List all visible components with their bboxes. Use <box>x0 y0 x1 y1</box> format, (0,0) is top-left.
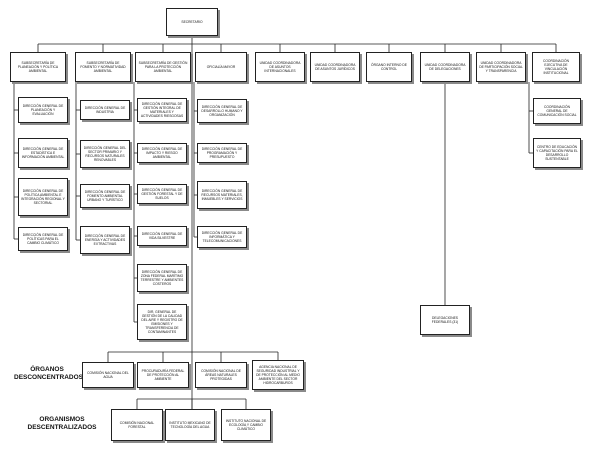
box-label: UNIDAD COORDINADORA DE ASUNTOS INTERNACI… <box>259 60 301 73</box>
directorate-box[interactable]: DIRECCIÓN GENERAL DE GESTIÓN INTEGRAL DE… <box>137 98 187 122</box>
box-label: DIRECCIÓN GENERAL DE GESTIÓN FORESTAL Y … <box>141 187 183 200</box>
subsecretariat-planning-box[interactable]: SUBSECRETARÍA DE PLANEACIÓN Y POLÍTICA A… <box>10 52 66 82</box>
directorate-box[interactable]: DIRECCIÓN GENERAL DE RECURSOS MATERIALES… <box>197 181 247 209</box>
deconcentrated-organ-box[interactable]: COMISIÓN NACIONAL DEL AGUA <box>82 362 134 388</box>
international-affairs-unit-box[interactable]: UNIDAD COORDINADORA DE ASUNTOS INTERNACI… <box>255 52 305 82</box>
deconcentrated-organ-box[interactable]: AGENCIA NACIONAL DE SEGURIDAD INDUSTRIAL… <box>252 360 304 390</box>
decentralized-organism-box[interactable]: INSTITUTO MEXICANO DE TECNOLOGÍA DEL AGU… <box>165 409 215 441</box>
box-label: ÓRGANO INTERNO DE CONTROL <box>371 62 407 71</box>
delegations-unit-box[interactable]: UNIDAD COORDINADORA DE DELEGACIONES <box>420 52 470 82</box>
box-label: COMISIÓN NACIONAL FORESTAL <box>119 420 155 429</box>
box-label: DELEGACIONES FEDERALES (31) <box>431 315 459 324</box>
box-label: COMISIÓN NACIONAL DEL AGUA <box>87 370 129 379</box>
box-label: SUBSECRETARÍA DE PLANEACIÓN Y POLÍTICA A… <box>17 60 59 73</box>
box-label: COMISIÓN NACIONAL DE ÁREAS NATURALES PRO… <box>201 368 241 381</box>
directorate-box[interactable]: DIR. GENERAL DE GESTIÓN DE LA CALIDAD DE… <box>137 304 187 340</box>
federal-delegations-box[interactable]: DELEGACIONES FEDERALES (31) <box>420 305 470 335</box>
internal-control-body-box[interactable]: ÓRGANO INTERNO DE CONTROL <box>366 52 412 82</box>
decentralized-label: ORGANISMOS DESCENTRALIZADOS <box>27 416 97 432</box>
directorate-box[interactable]: DIRECCIÓN GENERAL DE ESTADÍSTICA E INFOR… <box>18 138 68 168</box>
box-label: DIRECCIÓN GENERAL DE ZONA FEDERAL MARÍTI… <box>140 269 184 287</box>
box-label: PROCURADURÍA FEDERAL DE PROTECCIÓN AL AM… <box>141 368 185 381</box>
box-label: UNIDAD COORDINADORA DE ASUNTOS JURÍDICOS <box>314 62 356 71</box>
box-label: DIRECCIÓN GENERAL DE IMPACTO Y RIESGO AM… <box>141 146 183 159</box>
box-label: DIRECCIÓN GENERAL DE FOMENTO AMBIENTAL U… <box>84 189 126 202</box>
box-label: COORDINACIÓN EJECUTIVA DE VINCULACIÓN IN… <box>542 58 569 76</box>
directorate-box[interactable]: DIRECCIÓN GENERAL DE PLANEACIÓN Y EVALUA… <box>18 97 68 123</box>
legal-affairs-unit-box[interactable]: UNIDAD COORDINADORA DE ASUNTOS JURÍDICOS <box>310 52 360 82</box>
box-label: DIRECCIÓN GENERAL DE ESTADÍSTICA E INFOR… <box>21 146 65 159</box>
directorate-box[interactable]: DIRECCIÓN GENERAL DEL SECTOR PRIMARIO Y … <box>80 140 130 168</box>
box-label: DIRECCIÓN GENERAL DE PROGRAMACIÓN Y PRES… <box>201 146 243 159</box>
box-label: COORDINACIÓN GENERAL DE COMUNICACIÓN SOC… <box>537 104 577 117</box>
directorate-box[interactable]: DIRECCIÓN GENERAL DE GESTIÓN FORESTAL Y … <box>137 184 187 204</box>
chief-administrative-office-box[interactable]: OFICIALÍA MAYOR <box>195 52 247 82</box>
directorate-box[interactable]: DIRECCIÓN GENERAL DE POLÍTICAS PARA EL C… <box>18 227 68 251</box>
box-label: DIRECCIÓN GENERAL DE VIDA SILVESTRE <box>141 231 183 240</box>
secretary-label: SECRETARIO <box>181 19 203 24</box>
box-label: AGENCIA NACIONAL DE SEGURIDAD INDUSTRIAL… <box>256 364 300 386</box>
subsecretariat-promotion-box[interactable]: SUBSECRETARÍA DE FOMENTO Y NORMATIVIDAD … <box>75 52 131 82</box>
social-communication-box[interactable]: COORDINACIÓN GENERAL DE COMUNICACIÓN SOC… <box>533 98 581 124</box>
box-label: SUBSECRETARÍA DE FOMENTO Y NORMATIVIDAD … <box>80 60 126 73</box>
box-label: DIRECCIÓN GENERAL DE RECURSOS MATERIALES… <box>201 188 243 201</box>
box-label: INSTITUTO NACIONAL DE ECOLOGÍA Y CAMBIO … <box>225 418 267 431</box>
directorate-box[interactable]: DIRECCIÓN GENERAL DE INFORMÁTICA Y TELEC… <box>197 226 247 248</box>
decentralized-organism-box[interactable]: INSTITUTO NACIONAL DE ECOLOGÍA Y CAMBIO … <box>221 409 271 441</box>
directorate-box[interactable]: DIRECCIÓN GENERAL DE ENERGÍA Y ACTIVIDAD… <box>80 226 130 254</box>
box-label: INSTITUTO MEXICANO DE TECNOLOGÍA DEL AGU… <box>169 420 211 429</box>
box-label: DIRECCIÓN GENERAL DE INDUSTRIA <box>84 105 126 114</box>
box-label: UNIDAD COORDINADORA DE PARTICIPACIÓN SOC… <box>479 60 523 73</box>
directorate-box[interactable]: DIRECCIÓN GENERAL DE IMPACTO Y RIESGO AM… <box>137 143 187 163</box>
box-label: SUBSECRETARÍA DE GESTIÓN PARA LA PROTECC… <box>138 60 188 73</box>
box-label: OFICIALÍA MAYOR <box>206 64 236 69</box>
social-participation-unit-box[interactable]: UNIDAD COORDINADORA DE PARTICIPACIÓN SOC… <box>476 52 526 82</box>
box-label: DIRECCIÓN GENERAL DE POLÍTICA AMBIENTAL … <box>21 188 65 206</box>
directorate-box[interactable]: DIRECCIÓN GENERAL DE ZONA FEDERAL MARÍTI… <box>137 264 187 292</box>
deconcentrated-organ-box[interactable]: COMISIÓN NACIONAL DE ÁREAS NATURALES PRO… <box>195 362 247 388</box>
secretary-box[interactable]: SECRETARIO <box>166 8 218 36</box>
directorate-box[interactable]: DIRECCIÓN GENERAL DE VIDA SILVESTRE <box>137 226 187 246</box>
deconcentrated-organ-box[interactable]: PROCURADURÍA FEDERAL DE PROTECCIÓN AL AM… <box>137 362 189 388</box>
deconcentrated-label: ÓRGANOS DESCONCENTRADOS <box>14 366 83 382</box>
box-label: DIR. GENERAL DE GESTIÓN DE LA CALIDAD DE… <box>141 309 183 335</box>
box-label: DIRECCIÓN GENERAL DE INFORMÁTICA Y TELEC… <box>201 230 243 243</box>
box-label: CENTRO DE EDUCACIÓN Y CAPACITACIÓN PARA … <box>536 144 578 162</box>
subsecretariat-management-box[interactable]: SUBSECRETARÍA DE GESTIÓN PARA LA PROTECC… <box>135 52 191 82</box>
directorate-box[interactable]: DIRECCIÓN GENERAL DE DESARROLLO HUMANO Y… <box>197 99 247 123</box>
decentralized-organism-box[interactable]: COMISIÓN NACIONAL FORESTAL <box>111 409 163 441</box>
box-label: UNIDAD COORDINADORA DE DELEGACIONES <box>424 62 466 71</box>
box-label: DIRECCIÓN GENERAL DE GESTIÓN INTEGRAL DE… <box>140 101 184 119</box>
directorate-box[interactable]: DIRECCIÓN GENERAL DE POLÍTICA AMBIENTAL … <box>18 178 68 216</box>
directorate-box[interactable]: DIRECCIÓN GENERAL DE FOMENTO AMBIENTAL U… <box>80 184 130 208</box>
training-center-box[interactable]: CENTRO DE EDUCACIÓN Y CAPACITACIÓN PARA … <box>533 138 581 168</box>
box-label: DIRECCIÓN GENERAL DE DESARROLLO HUMANO Y… <box>201 104 243 117</box>
box-label: DIRECCIÓN GENERAL DEL SECTOR PRIMARIO Y … <box>83 145 127 163</box>
institutional-liaison-coordination-box[interactable]: COORDINACIÓN EJECUTIVA DE VINCULACIÓN IN… <box>532 52 580 82</box>
box-label: DIRECCIÓN GENERAL DE PLANEACIÓN Y EVALUA… <box>22 103 64 116</box>
box-label: DIRECCIÓN GENERAL DE POLÍTICAS PARA EL C… <box>22 232 64 245</box>
directorate-box[interactable]: DIRECCIÓN GENERAL DE PROGRAMACIÓN Y PRES… <box>197 143 247 163</box>
box-label: DIRECCIÓN GENERAL DE ENERGÍA Y ACTIVIDAD… <box>84 233 126 246</box>
directorate-box[interactable]: DIRECCIÓN GENERAL DE INDUSTRIA <box>80 100 130 120</box>
